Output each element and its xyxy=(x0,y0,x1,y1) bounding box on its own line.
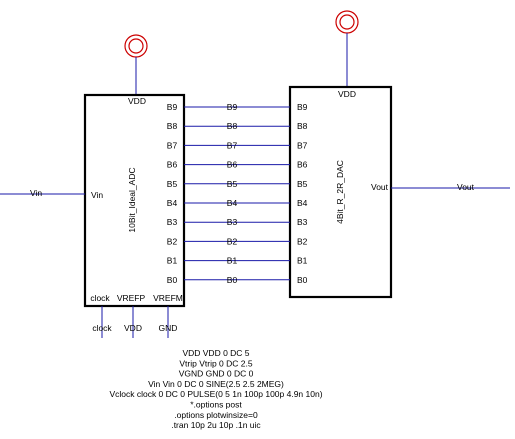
adc-pin-b7: B7 xyxy=(167,140,178,150)
dac-supply-label: VDD xyxy=(338,89,356,99)
spice-line: VGND GND 0 DC 0 xyxy=(179,369,254,379)
bottom-nets: clock VDD GND xyxy=(92,306,177,338)
net-label-b1: B1 xyxy=(227,256,238,266)
adc-bottom-pins: clock VREFP VREFM xyxy=(90,293,183,303)
vin-net[interactable]: Vin xyxy=(0,188,85,198)
dac-name-label: 4Bit_R_2R_DAC xyxy=(335,160,345,224)
adc-pin-b8: B8 xyxy=(167,121,178,131)
adc-supply-label: VDD xyxy=(128,96,146,106)
adc-input-pin-label: Vin xyxy=(91,190,103,200)
net-label-b7: B7 xyxy=(227,140,238,150)
adc-vdd-power-icon[interactable] xyxy=(124,34,148,95)
dac-pin-b7: B7 xyxy=(297,140,308,150)
net-label-vdd: VDD xyxy=(124,323,142,333)
net-label-clock: clock xyxy=(92,323,112,333)
adc-pin-b4: B4 xyxy=(167,198,178,208)
spice-line: VDD VDD 0 DC 5 xyxy=(182,348,249,358)
adc-pin-b1: B1 xyxy=(167,256,178,266)
dac-pin-b4: B4 xyxy=(297,198,308,208)
adc-pin-b9: B9 xyxy=(167,102,178,112)
vout-net[interactable]: Vout xyxy=(391,182,510,192)
adc-pin-b2: B2 xyxy=(167,236,178,246)
spice-line: *.options post xyxy=(190,400,242,410)
net-label-b4: B4 xyxy=(227,198,238,208)
dac-pin-b5: B5 xyxy=(297,179,308,189)
adc-bottom-pin-vrefp: VREFP xyxy=(117,293,146,303)
spice-line: Vin Vin 0 DC 0 SINE(2.5 2.5 2MEG) xyxy=(148,379,284,389)
dac-block[interactable]: VDD Vout 4Bit_R_2R_DAC B9B8B7B6B5B4B3B2B… xyxy=(288,85,393,299)
adc-pin-b6: B6 xyxy=(167,160,178,170)
adc-pin-b0: B0 xyxy=(167,275,178,285)
net-label-b5: B5 xyxy=(227,179,238,189)
spice-line: .tran 10p 2u 10p .1n uic xyxy=(171,420,261,430)
net-label-b3: B3 xyxy=(227,217,238,227)
vout-net-label: Vout xyxy=(457,182,475,192)
dac-pin-b6: B6 xyxy=(297,160,308,170)
net-label-b0: B0 xyxy=(227,275,238,285)
net-label-b9: B9 xyxy=(227,102,238,112)
vin-net-label: Vin xyxy=(30,188,42,198)
dac-pin-b1: B1 xyxy=(297,256,308,266)
spice-line: Vtrip Vtrip 0 DC 2.5 xyxy=(179,358,252,368)
adc-bottom-pin-clock: clock xyxy=(90,293,110,303)
adc-pin-b3: B3 xyxy=(167,217,178,227)
net-label-b2: B2 xyxy=(227,236,238,246)
adc-name-label: 10Bit_Ideal_ADC xyxy=(127,167,137,232)
dac-vdd-power-icon[interactable] xyxy=(335,10,359,87)
dac-pin-b0: B0 xyxy=(297,275,308,285)
dac-output-pin-label: Vout xyxy=(371,182,389,192)
dac-pin-b3: B3 xyxy=(297,217,308,227)
adc-block[interactable]: VDD Vin 10Bit_Ideal_ADC B9B8B7B6B5B4B3B2… xyxy=(83,93,186,308)
dac-pin-b9: B9 xyxy=(297,102,308,112)
adc-pin-b5: B5 xyxy=(167,179,178,189)
net-label-b8: B8 xyxy=(227,121,238,131)
net-label-b6: B6 xyxy=(227,160,238,170)
dac-pin-b2: B2 xyxy=(297,236,308,246)
spice-line: Vclock clock 0 DC 0 PULSE(0 5 1n 100p 10… xyxy=(109,389,322,399)
adc-bottom-pin-vrefm: VREFM xyxy=(153,293,183,303)
spice-line: .options plotwinsize=0 xyxy=(174,410,258,420)
dac-pin-b8: B8 xyxy=(297,121,308,131)
net-label-gnd: GND xyxy=(159,323,178,333)
